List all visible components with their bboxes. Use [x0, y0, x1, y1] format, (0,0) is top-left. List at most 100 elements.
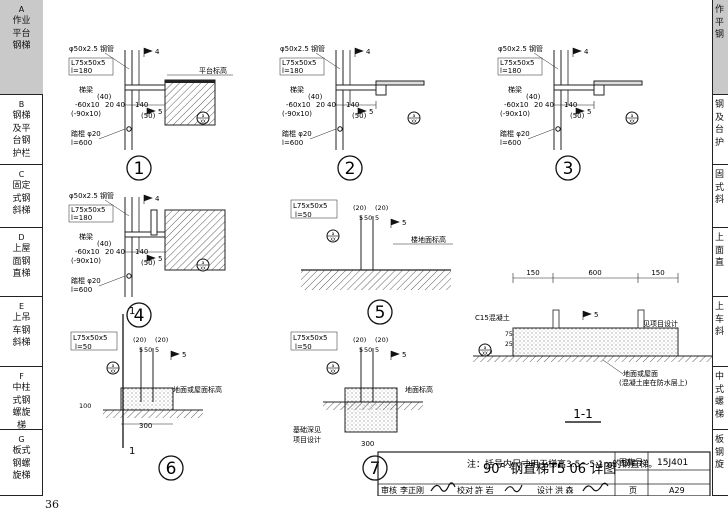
detail-number: 4: [134, 306, 145, 326]
concrete-label: C15混凝土: [475, 313, 510, 322]
post: [150, 209, 158, 236]
pipe-label: φ50x2.5 钢管: [280, 44, 325, 53]
rung-label: 踏棍 φ20: [71, 276, 101, 285]
chapter-label-line: 钢螺: [12, 458, 31, 469]
angle-label: L75x50x5: [293, 202, 327, 210]
rung-length: l=600: [71, 286, 92, 294]
beam-size: -60x10: [75, 101, 99, 109]
weld-symbol-5-flag: [170, 350, 180, 360]
chapter-label-line: 斜梯: [12, 338, 31, 348]
angle-box: [68, 57, 114, 76]
steel-platform: [375, 80, 425, 86]
beam-label: 梯梁: [79, 85, 93, 94]
angle-length: l=50: [295, 343, 312, 351]
beam-label: 梯梁: [290, 85, 304, 94]
chapter-label-line: 面钢: [12, 256, 31, 267]
weld-symbol-4-flag: [143, 194, 153, 204]
chapter-label-line: 钢梯: [12, 111, 31, 121]
section-ref-top: a: [332, 364, 335, 369]
weld-symbol-4: 4: [155, 195, 160, 203]
page-label: 页: [629, 486, 637, 495]
beam-size-alt: (-90x10): [500, 110, 530, 118]
rung-length: l=600: [71, 139, 92, 147]
leader: [533, 52, 559, 70]
detail-number-circle: [126, 155, 152, 181]
chapter-label-line: 平: [715, 17, 725, 28]
channel: [375, 84, 387, 96]
dim-20: 20: [105, 101, 114, 109]
weld-symbol-5-flag: [146, 254, 156, 264]
dim-100: 100: [79, 402, 91, 410]
chapter-label-line: 板式: [12, 446, 31, 456]
weld-symbol-4: 4: [366, 48, 371, 56]
chapter-label-line: 梯: [715, 409, 725, 420]
cut-label-top: 1: [129, 306, 135, 317]
weld-symbol-5-flag: [582, 310, 592, 320]
beam-size: -60x10: [504, 101, 528, 109]
chapter-label-line: 固: [715, 170, 725, 180]
weld-symbol-5-flag: [575, 107, 585, 117]
atlas-number: 15J401: [657, 458, 688, 468]
dim-75: 75: [505, 331, 513, 338]
beam-flat: [553, 84, 595, 91]
angle-label: L75x50x5: [71, 59, 105, 67]
section-1-1: 150600150C15混凝土7525100见项目设计地面或屋面(混凝土座在防水…: [473, 269, 712, 423]
page-number: 36: [45, 498, 59, 511]
level-label: 地面或屋面标高: [173, 385, 222, 394]
chapter-label-line: 平台: [12, 28, 31, 39]
level-label: 地面标高: [405, 385, 433, 394]
dim-140: 140: [346, 101, 359, 109]
chapter-label-line: 板: [715, 435, 725, 445]
chapter-letter: A: [18, 5, 25, 14]
dim-40: 40: [545, 101, 554, 109]
angle-length: l=50: [295, 211, 312, 219]
beam-label: 梯梁: [79, 232, 93, 241]
chapter-label-line: 中柱: [12, 383, 31, 393]
leader: [309, 128, 337, 140]
leader: [104, 199, 130, 217]
chapter-label-line: 及平: [12, 123, 31, 134]
sheet-title: 90° 钢直梯T5 06 详图: [483, 462, 616, 477]
chapter-letter: E: [18, 302, 25, 311]
dim-20a: (20): [133, 336, 146, 344]
dim-50-paren: (50): [352, 112, 367, 120]
rung-circle: [337, 126, 343, 132]
platform-edge: [165, 80, 215, 83]
angle-post: [637, 309, 645, 329]
beam-size-alt: (-90x10): [71, 257, 101, 265]
adjacent-tab: 板钢旋: [713, 430, 728, 496]
chapter-label-line: 钢: [715, 447, 725, 458]
chapter-label-line: 护栏: [12, 148, 31, 159]
angle-post: [552, 309, 560, 329]
chapter-letter: C: [18, 170, 25, 179]
chapter-letter: F: [19, 372, 24, 381]
ground-hatch: [323, 402, 423, 410]
adjacent-page-strip: 作平钢钢及台护固式斜上面直上车斜中式螺梯板钢旋: [712, 0, 728, 496]
chapter-label-line: 旋: [715, 460, 725, 470]
detail-number: 5: [375, 303, 386, 323]
adjacent-tab: 中式螺梯: [713, 367, 728, 430]
section-title: 1-1: [573, 407, 593, 421]
detail-number: 6: [166, 459, 177, 479]
section-ref-top: a: [112, 364, 115, 369]
project-note: 见项目设计: [643, 319, 678, 328]
page-code: A29: [669, 486, 685, 495]
chapter-letter: D: [18, 233, 25, 242]
dim-20: 20: [105, 248, 114, 256]
weld-symbol-5: 5: [402, 351, 406, 359]
chapter-label-line: 上屋: [12, 244, 31, 254]
rung-length: l=600: [500, 139, 521, 147]
section-ref-bottom: XX: [110, 369, 116, 374]
dim-40-paren: (40): [308, 93, 323, 101]
